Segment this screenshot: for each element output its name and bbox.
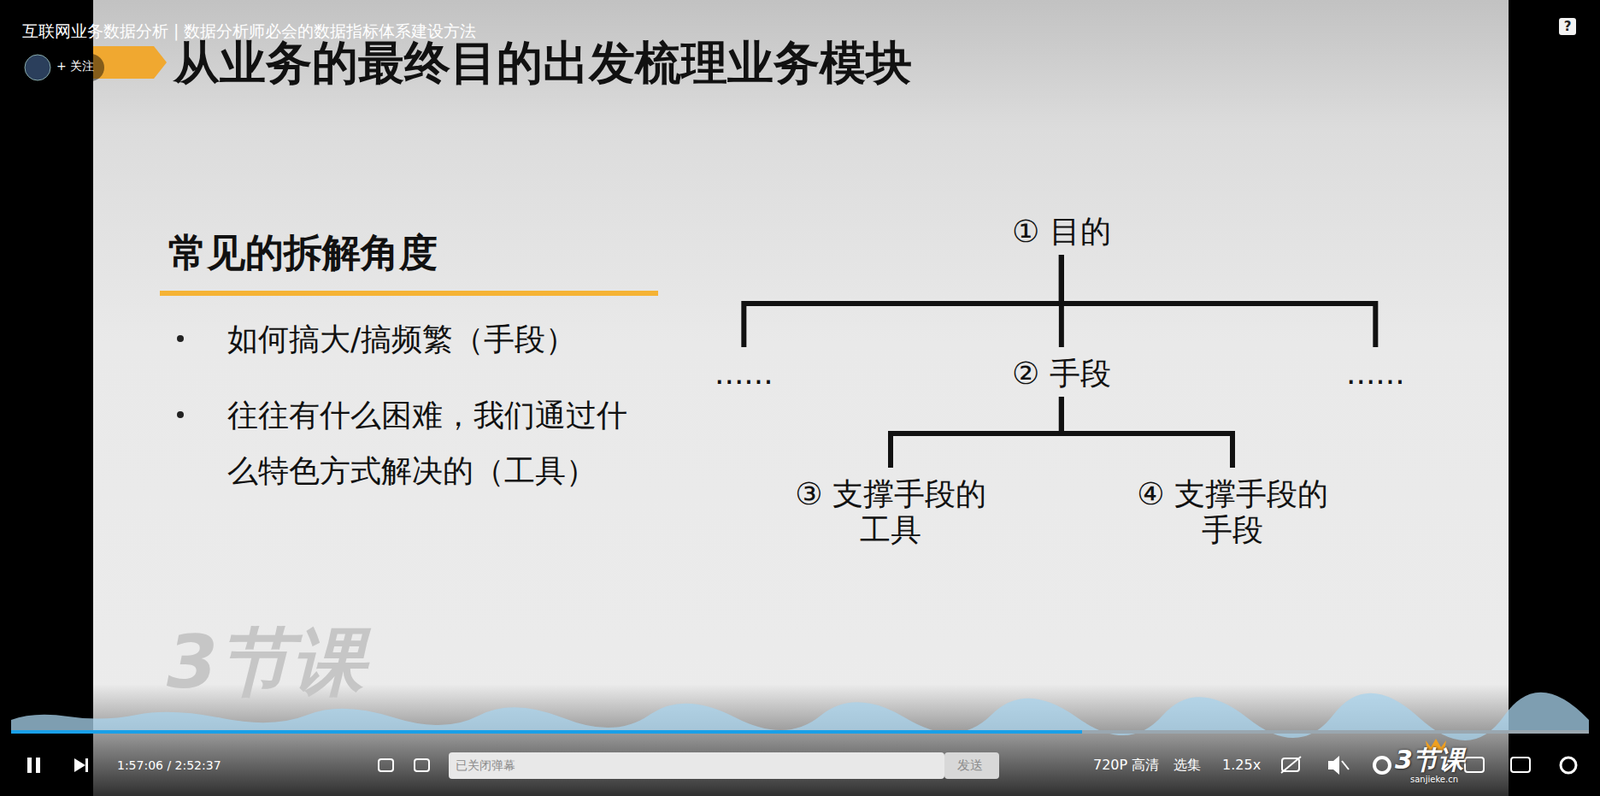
node-text: ① 目的 <box>1011 213 1112 250</box>
bullet-dot <box>176 411 184 418</box>
mute-icon <box>1341 760 1349 770</box>
tree-connector <box>890 396 1062 468</box>
node-text: ② 手段 <box>1011 355 1112 392</box>
progress-played <box>11 729 1083 734</box>
slide-title: 从业务的最终目的出发梳理业务模块 <box>173 35 912 91</box>
tree-node: ② 手段 <box>1011 355 1112 392</box>
next-icon <box>85 758 89 772</box>
bullet-text: 如何搞大/搞频繁（手段） <box>227 311 577 367</box>
tree-node: ③ 支撑手段的 工具 <box>783 476 998 548</box>
progress-track <box>11 729 1589 734</box>
settings-icon <box>1374 757 1390 773</box>
tree-connector <box>1061 254 1376 348</box>
section-heading: 常见的拆解角度 <box>168 229 438 277</box>
node-text: ...... <box>1346 355 1406 392</box>
watermark: 3节课 <box>166 618 365 705</box>
heading-underline <box>159 290 659 296</box>
send-button <box>944 752 1000 779</box>
brand-url: sanjieke.cn <box>1410 774 1459 785</box>
brand-logo: 3节课 <box>1394 745 1465 775</box>
node-text: ...... <box>714 355 774 392</box>
mute-icon <box>1328 755 1340 775</box>
time-display: 1:57:06 / 2:52:37 <box>117 757 222 773</box>
quality-button: 720P 高清 <box>1093 756 1159 774</box>
bullet-text: 往往有什么困难，我们通过什么特色方式解决的（工具） <box>227 387 638 499</box>
episode-button: 选集 <box>1173 756 1201 774</box>
danmaku-toggle-icon <box>1281 756 1301 773</box>
danmaku-icon <box>378 758 394 771</box>
tree-connector <box>743 254 1062 348</box>
fullscreen-icon <box>1560 757 1577 773</box>
avatar <box>24 54 51 81</box>
tree-connector <box>1061 396 1233 468</box>
danmaku-placeholder: 已关闭弹幕 <box>455 757 516 773</box>
node-text: ④ 支撑手段的 手段 <box>1125 476 1340 548</box>
pip-icon <box>1464 757 1484 772</box>
next-icon <box>74 758 86 772</box>
widescreen-icon <box>1511 757 1530 772</box>
danmaku-input <box>448 752 945 779</box>
tree-node: ① 目的 <box>1011 213 1112 250</box>
bullet-dot <box>176 335 184 342</box>
title-arrow <box>93 46 167 79</box>
follow-pill <box>23 53 105 82</box>
follow-button: + 关注 <box>56 58 95 75</box>
tree-node: ④ 支撑手段的 手段 <box>1125 476 1340 548</box>
node-text: ③ 支撑手段的 工具 <box>783 476 998 548</box>
danmaku-icon <box>414 758 430 771</box>
tree-node: ...... <box>714 355 774 392</box>
pause-icon <box>27 757 32 773</box>
tree-node: ...... <box>1346 355 1406 392</box>
send-label: 发送 <box>957 757 983 773</box>
pause-icon <box>35 757 41 773</box>
help-icon: ? <box>1558 17 1577 36</box>
speed-button: 1.25x <box>1222 756 1261 774</box>
